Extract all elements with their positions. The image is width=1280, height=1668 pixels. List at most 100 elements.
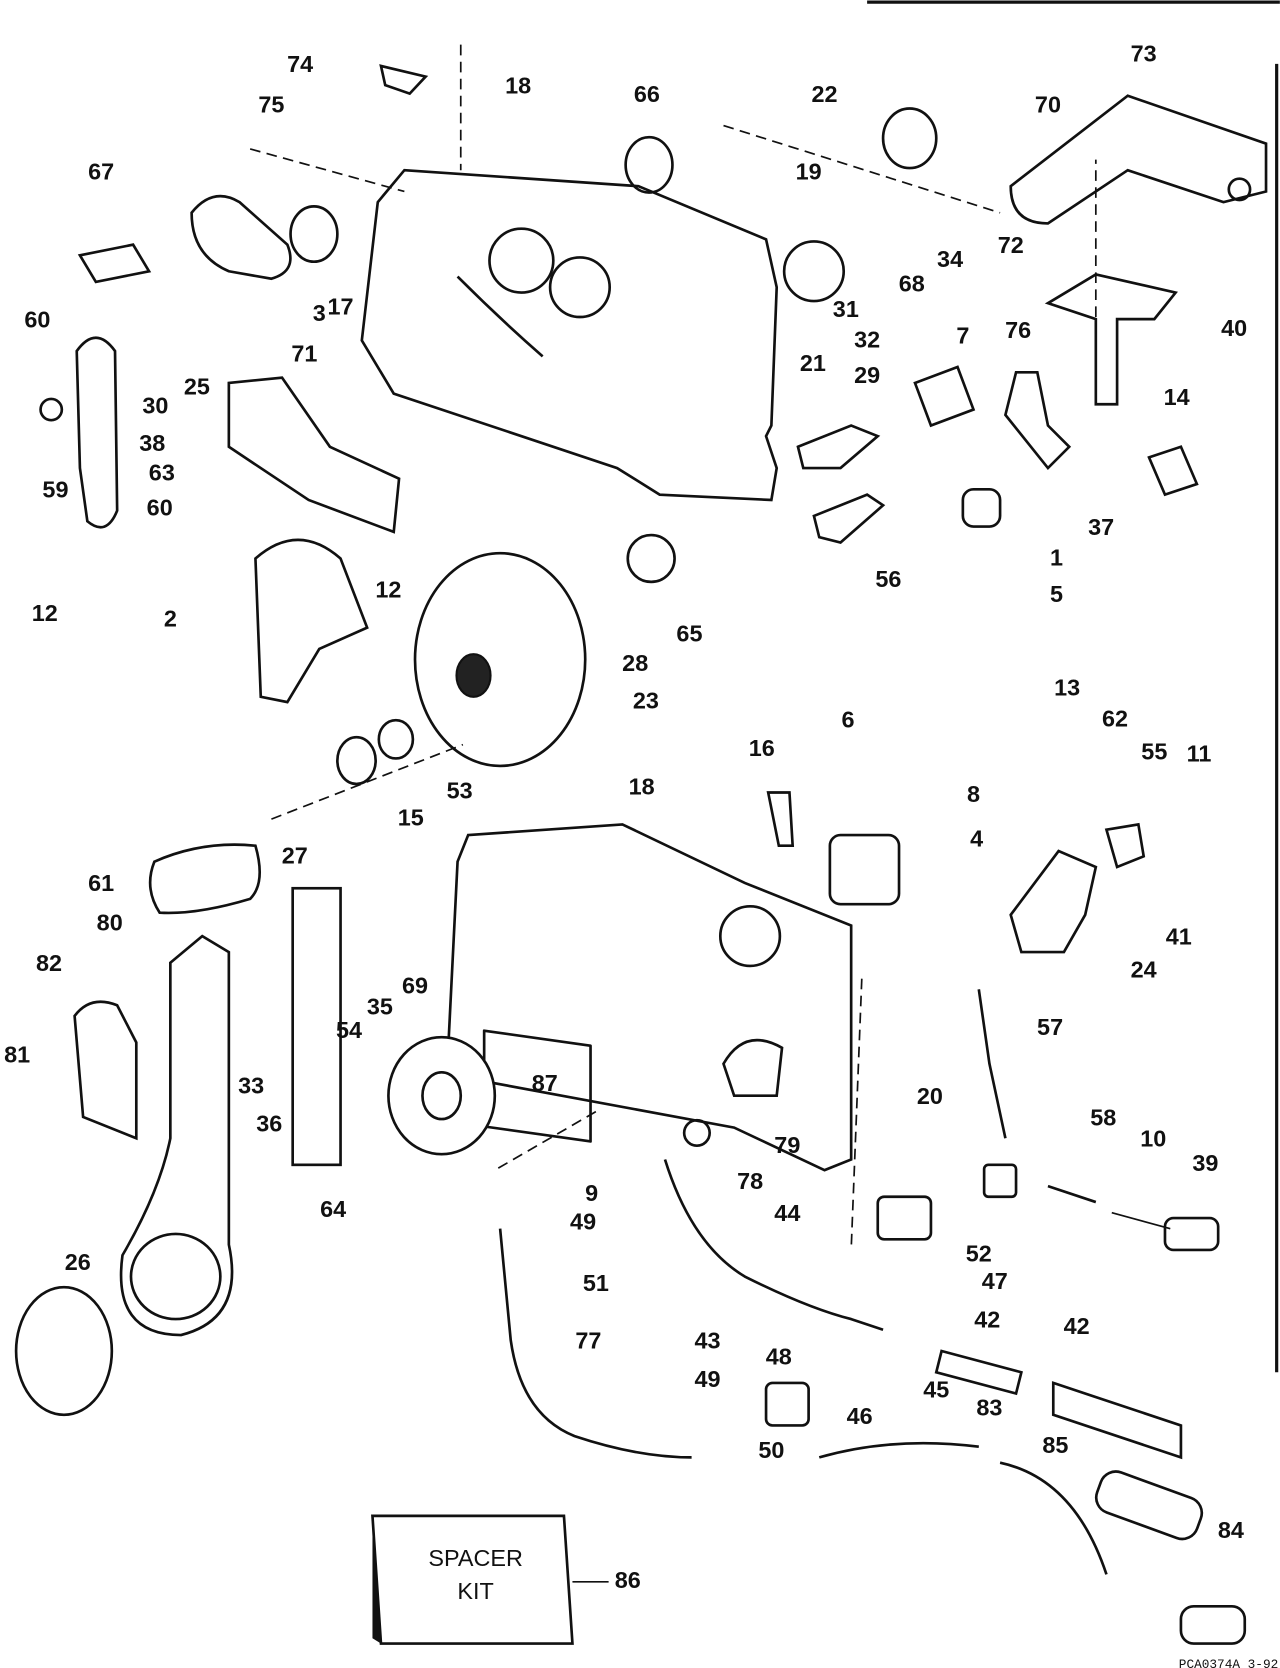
part-label-65: 65 xyxy=(676,620,702,646)
part-label-40: 40 xyxy=(1221,315,1247,341)
part-label-61: 61 xyxy=(88,870,114,896)
part-label-19: 19 xyxy=(796,159,822,185)
part-label-83: 83 xyxy=(976,1395,1002,1421)
part-label-63: 63 xyxy=(149,460,175,486)
part-label-1: 1 xyxy=(1050,545,1063,571)
part-label-44: 44 xyxy=(774,1200,800,1226)
part-label-14: 14 xyxy=(1164,384,1190,410)
part-label-74: 74 xyxy=(287,51,313,77)
spring-10 xyxy=(1047,1184,1097,1204)
gear-hub xyxy=(455,653,492,698)
shaft-39 xyxy=(1111,1211,1171,1230)
part-label-87: 87 xyxy=(532,1070,558,1096)
spacer-kit: SPACER KIT xyxy=(371,1514,609,1645)
part-label-48: 48 xyxy=(766,1344,792,1370)
cap-26 xyxy=(14,1285,114,1417)
part-label-45: 45 xyxy=(923,1377,949,1403)
part-label-57: 57 xyxy=(1037,1014,1063,1040)
nut-78 xyxy=(682,1118,712,1148)
part-label-15: 15 xyxy=(398,804,424,830)
housing-bore xyxy=(488,227,555,294)
throttle-arm xyxy=(1009,94,1268,225)
part-label-27: 27 xyxy=(282,843,308,869)
grommet-66 xyxy=(624,135,674,194)
spacer-kit-line2: KIT xyxy=(457,1578,493,1604)
part-label-37: 37 xyxy=(1088,514,1114,540)
drawing-code: PCA0374A 3-92 xyxy=(1179,1657,1278,1668)
shift-lever xyxy=(254,538,369,704)
part-label-31: 31 xyxy=(833,296,859,322)
lever-arm xyxy=(75,336,119,529)
harness-42 xyxy=(934,1349,1023,1396)
plug-85 xyxy=(1094,1470,1204,1541)
part-label-34: 34 xyxy=(937,246,963,272)
wire-harness xyxy=(663,1159,884,1331)
part-label-55: 55 xyxy=(1141,738,1167,764)
spring-53 xyxy=(377,718,415,760)
knob-14 xyxy=(1147,445,1199,497)
detent-plate xyxy=(1009,849,1098,954)
part-label-25: 25 xyxy=(184,373,210,399)
bracket-16 xyxy=(766,791,795,848)
part-label-67: 67 xyxy=(88,159,114,185)
part-label-72: 72 xyxy=(998,232,1024,258)
part-label-42: 42 xyxy=(1064,1313,1090,1339)
clip-74 xyxy=(379,64,429,96)
gear-housing xyxy=(413,551,587,768)
lower-housing xyxy=(445,823,853,1172)
lanyard-77 xyxy=(498,1228,692,1459)
detent-41 xyxy=(1104,822,1146,869)
part-label-86: 86 xyxy=(615,1567,641,1593)
part-label-56: 56 xyxy=(875,566,901,592)
part-label-59: 59 xyxy=(42,477,68,503)
grip-61 xyxy=(148,843,262,915)
part-label-53: 53 xyxy=(447,778,473,804)
spacer-kit-line1: SPACER xyxy=(428,1545,522,1571)
part-label-47: 47 xyxy=(982,1268,1008,1294)
part-label-70: 70 xyxy=(1035,92,1061,118)
part-label-9: 9 xyxy=(585,1180,598,1206)
part-label-38: 38 xyxy=(139,430,165,456)
cable-83b xyxy=(999,1461,1108,1575)
assembly-line xyxy=(249,148,405,193)
part-label-10: 10 xyxy=(1140,1126,1166,1152)
switch-52 xyxy=(876,1195,933,1241)
part-label-28: 28 xyxy=(622,650,648,676)
part-label-23: 23 xyxy=(633,687,659,713)
part-label-68: 68 xyxy=(899,270,925,296)
part-label-32: 32 xyxy=(854,327,880,353)
connector-50 xyxy=(764,1381,810,1427)
part-label-80: 80 xyxy=(97,910,123,936)
seal-22 xyxy=(881,107,938,170)
bracket xyxy=(1044,273,1178,406)
part-label-30: 30 xyxy=(142,393,168,419)
part-label-58: 58 xyxy=(1090,1104,1116,1130)
part-label-54: 54 xyxy=(336,1017,362,1043)
cam-plate xyxy=(190,194,292,281)
part-label-69: 69 xyxy=(402,972,428,998)
part-label-36: 36 xyxy=(256,1111,282,1137)
cover-82 xyxy=(73,1000,138,1141)
part-label-82: 82 xyxy=(36,950,62,976)
part-label-22: 22 xyxy=(812,81,838,107)
part-label-46: 46 xyxy=(847,1403,873,1429)
part-label-35: 35 xyxy=(367,994,393,1020)
ring-65 xyxy=(626,533,676,584)
part-label-18: 18 xyxy=(505,72,531,98)
throttle-arm-hole xyxy=(1227,177,1252,202)
knob-39 xyxy=(1163,1216,1220,1252)
part-label-76: 76 xyxy=(1005,317,1031,343)
part-label-17: 17 xyxy=(328,294,354,320)
part-label-73: 73 xyxy=(1131,41,1157,67)
part-label-50: 50 xyxy=(758,1437,784,1463)
part-label-16: 16 xyxy=(749,735,775,761)
friction-69 xyxy=(387,1035,497,1156)
ring-15 xyxy=(336,735,377,786)
part-label-3: 3 xyxy=(313,300,326,326)
part-label-2: 2 xyxy=(164,605,177,631)
part-label-79: 79 xyxy=(774,1132,800,1158)
spring-17 xyxy=(289,205,339,264)
assembly-line xyxy=(494,1110,597,1171)
